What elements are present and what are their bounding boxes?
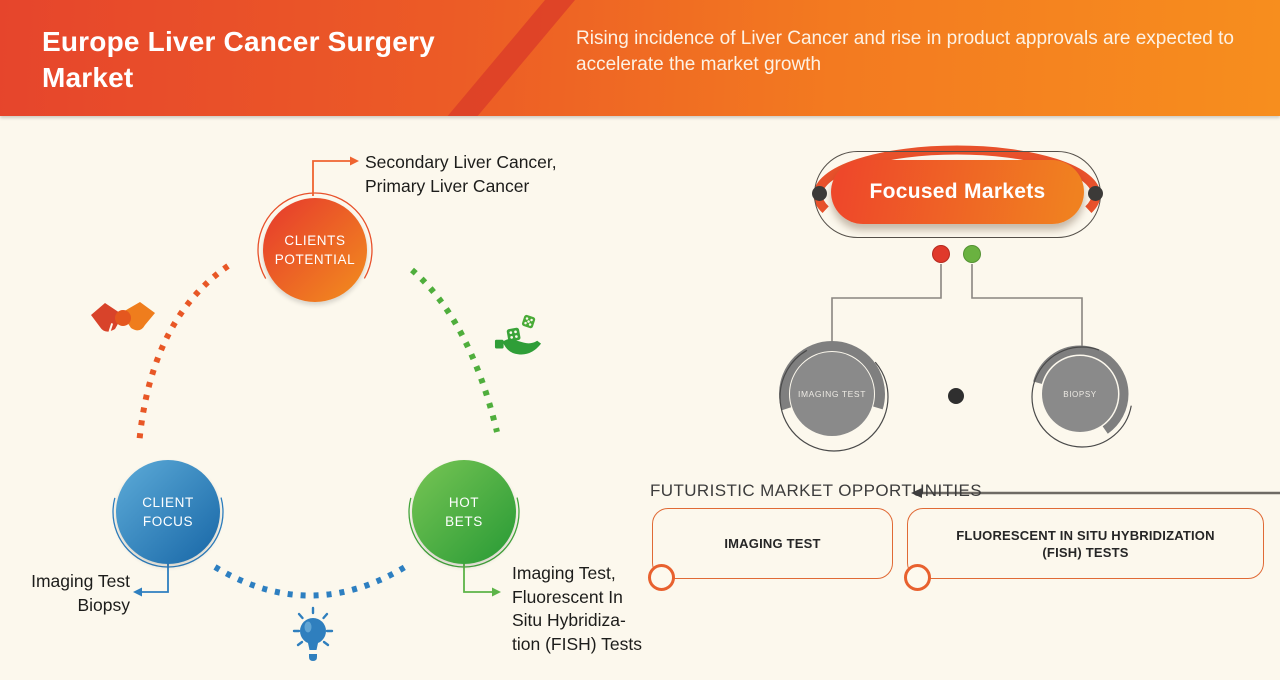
note-line: Imaging Test — [31, 571, 130, 591]
imaging-test-opportunity-label: IMAGING TEST — [724, 536, 821, 551]
focused-markets-title: Focused Markets — [869, 180, 1046, 203]
focused-markets-pill: Focused Markets — [831, 160, 1084, 224]
client-focus-label-line1: CLIENT — [142, 495, 194, 510]
dice-in-hand-icon — [494, 310, 542, 365]
imaging-test-node-arc — [779, 341, 885, 447]
fish-tests-opportunity-label: FLUORESCENT IN SITU HYBRIDIZATION (FISH)… — [956, 527, 1215, 560]
hot-bets-label-line1: HOT — [448, 495, 480, 510]
imaging-test-market-node: IMAGING TEST — [790, 352, 874, 436]
hot-bets-note: Imaging Test, Fluorescent In Situ Hybrid… — [512, 562, 652, 656]
imaging-test-connector — [831, 264, 942, 344]
biopsy-node-outline — [1031, 346, 1133, 448]
note-line: tion (FISH) Tests — [512, 633, 642, 654]
client-focus-label-line2: FOCUS — [142, 514, 194, 529]
fish-tests-box-ring — [904, 564, 931, 591]
note-line: Biopsy — [77, 594, 130, 615]
clients-potential-arrowhead — [350, 156, 359, 166]
client-focus-arrowhead — [133, 587, 142, 597]
header-banner: Europe Liver Cancer Surgery Market Risin… — [0, 0, 1280, 116]
green-dotted-arc — [410, 267, 500, 433]
clients-potential-arrow — [312, 160, 350, 196]
hot-bets-arrow — [463, 558, 492, 593]
center-dot — [948, 388, 964, 404]
note-line: Primary Liver Cancer — [365, 175, 530, 196]
clients-potential-ring — [257, 192, 373, 308]
page-subtitle: Rising incidence of Liver Cancer and ris… — [576, 28, 1234, 75]
orange-dotted-arc — [136, 263, 230, 446]
client-focus-note: Imaging Test Biopsy — [28, 570, 130, 617]
hot-bets-label-line2: BETS — [445, 514, 483, 529]
page-title: Europe Liver Cancer Surgery Market — [42, 26, 435, 93]
opportunities-heading: FUTURISTIC MARKET OPPORTUNITIES — [650, 481, 982, 500]
client-focus-node: CLIENT FOCUS — [116, 460, 220, 564]
green-branch-dot — [963, 245, 981, 263]
note-line: Fluorescent In — [512, 586, 623, 607]
biopsy-connector — [971, 264, 1083, 348]
left-anchor-dot — [812, 186, 827, 201]
clients-potential-node: CLIENTS POTENTIAL — [263, 198, 367, 302]
red-branch-dot — [932, 245, 950, 263]
right-anchor-dot — [1088, 186, 1103, 201]
clients-potential-label-line1: CLIENTS — [284, 233, 346, 248]
imaging-test-opportunity-box: IMAGING TEST — [652, 508, 893, 579]
biopsy-market-node: BIOPSY — [1042, 356, 1118, 432]
imaging-test-market-label: IMAGING TEST — [798, 389, 866, 399]
note-line: Imaging Test, — [512, 563, 616, 583]
client-focus-arrow — [142, 560, 169, 593]
hot-bets-arrowhead — [492, 587, 501, 597]
clients-potential-label-line2: POTENTIAL — [274, 252, 356, 267]
imaging-test-box-ring — [648, 564, 675, 591]
imaging-test-node-outline — [779, 342, 889, 452]
handshake-icon — [90, 298, 156, 349]
opportunities-arrowhead — [911, 488, 922, 498]
lightbulb-icon — [291, 606, 335, 675]
fish-tests-opportunity-box: FLUORESCENT IN SITU HYBRIDIZATION (FISH)… — [907, 508, 1264, 579]
blue-dotted-arc — [213, 564, 407, 599]
biopsy-market-label: BIOPSY — [1063, 389, 1097, 399]
clients-potential-note: Secondary Liver Cancer, Primary Liver Ca… — [365, 151, 585, 198]
note-line: Situ Hybridiza- — [512, 610, 626, 630]
hot-bets-node: HOT BETS — [412, 460, 516, 564]
note-line: Secondary Liver Cancer, — [365, 152, 557, 172]
biopsy-node-arc — [1031, 345, 1129, 443]
